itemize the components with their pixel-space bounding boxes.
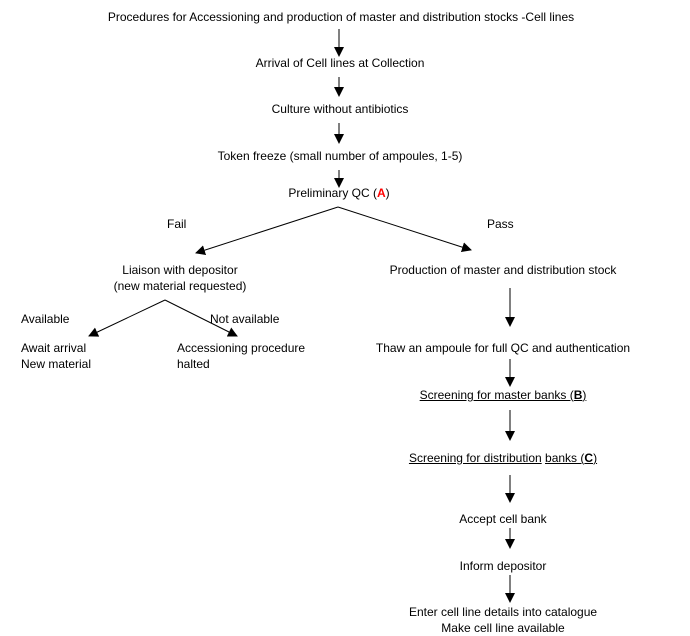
node-enter-line1: Enter cell line details into catalogue [408, 605, 598, 619]
node-inform-depositor: Inform depositor [459, 559, 547, 573]
node-preliminary-qc: Preliminary QC (A) [288, 185, 389, 201]
node-liaison-line2: (new material requested) [113, 279, 247, 293]
node-await-line1: Await arrival [21, 341, 87, 355]
node-halted-line1: Accessioning procedure [177, 341, 306, 355]
paren-close[interactable]: ) [582, 388, 587, 402]
node-await-line2: New material [21, 357, 92, 371]
arrow-qc-fail [195, 206, 339, 255]
node-enter-line2: Make cell line available [441, 621, 565, 635]
edge-label-available: Available [21, 312, 70, 326]
reference-link-b[interactable]: B [573, 388, 583, 402]
node-await-arrival: Await arrival New material [21, 340, 91, 372]
node-culture: Culture without antibiotics [271, 102, 409, 116]
reference-link-c[interactable]: C [584, 451, 594, 465]
diagram-title: Procedures for Accessioning and producti… [107, 10, 575, 24]
arrow-liaison-not-available [164, 299, 238, 337]
reference-link-a[interactable]: A [377, 186, 386, 200]
screening-distribution-link[interactable]: Screening for distribution [408, 451, 542, 465]
edge-label-not-available: Not available [210, 312, 280, 326]
node-arrival: Arrival of Cell lines at Collection [255, 56, 425, 70]
banks-link[interactable]: banks ( [545, 451, 585, 465]
paren-close[interactable]: ) [593, 451, 598, 465]
edge-label-fail: Fail [167, 217, 187, 231]
screening-master-link[interactable]: Screening for master banks ( [419, 388, 574, 402]
node-screening-master: Screening for master banks (B) [420, 387, 587, 403]
arrow-liaison-available [88, 299, 166, 337]
node-thaw-ampoule: Thaw an ampoule for full QC and authenti… [375, 341, 631, 355]
node-screening-distribution: Screening for distribution banks (C) [409, 450, 597, 466]
node-halted-line2: halted [177, 357, 210, 371]
node-enter-catalogue: Enter cell line details into catalogue M… [409, 604, 597, 636]
edge-label-pass: Pass [487, 217, 514, 231]
node-production: Production of master and distribution st… [389, 263, 617, 277]
node-token-freeze: Token freeze (small number of ampoules, … [217, 149, 463, 163]
node-liaison: Liaison with depositor (new material req… [114, 262, 247, 294]
arrow-qc-pass [337, 206, 472, 252]
node-preliminary-qc-label: Preliminary QC ( [288, 186, 378, 200]
node-accept-cell-bank: Accept cell bank [459, 512, 547, 526]
paren-close: ) [385, 186, 390, 200]
node-procedure-halted: Accessioning procedure halted [177, 340, 305, 372]
node-liaison-line1: Liaison with depositor [122, 263, 238, 277]
